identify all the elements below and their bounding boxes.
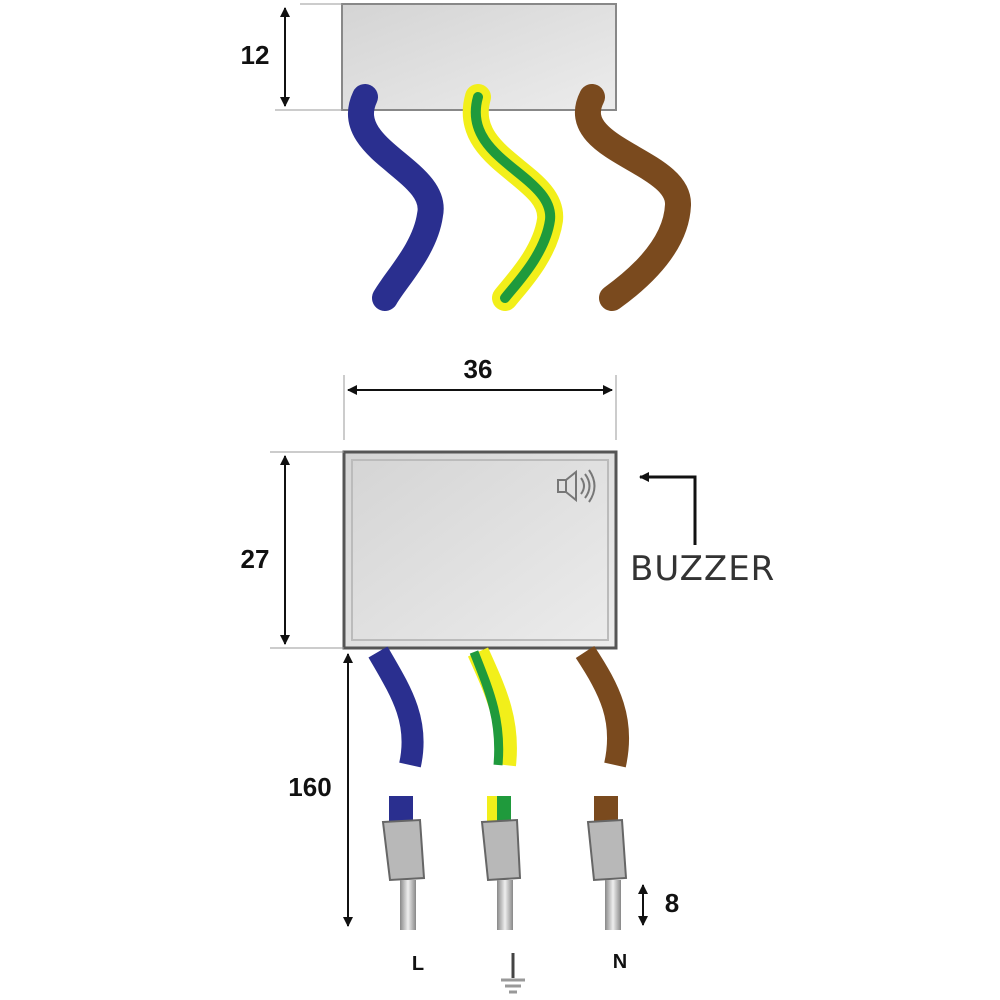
housing-bevel	[351, 459, 609, 641]
earth-cable-stripe	[469, 650, 504, 766]
live-terminal-label: L	[412, 953, 424, 975]
neutral-cable	[575, 645, 630, 768]
height-top-label: 12	[241, 40, 270, 70]
strip-length-label: 8	[665, 888, 679, 918]
top-view: 12	[241, 3, 691, 311]
neutral-wire	[575, 84, 691, 311]
neutral-terminal-label: N	[613, 951, 627, 973]
live-cable	[368, 646, 424, 768]
live-ferrule	[381, 796, 426, 930]
width-label: 36	[464, 354, 493, 384]
speaker-icon	[557, 469, 596, 503]
buzzer-label: BUZZER	[630, 549, 775, 589]
height-body-label: 27	[241, 544, 270, 574]
housing	[342, 450, 618, 650]
live-wire	[348, 84, 444, 311]
front-view: 36 BUZZER 27 160	[241, 354, 775, 994]
ground-icon	[501, 953, 525, 994]
earth-ferrule	[480, 796, 522, 930]
buzzer-callout-arrow	[639, 472, 697, 545]
neutral-ferrule	[586, 796, 628, 930]
earth-wire-stripe	[470, 92, 556, 303]
cable-length-label: 160	[288, 772, 331, 802]
